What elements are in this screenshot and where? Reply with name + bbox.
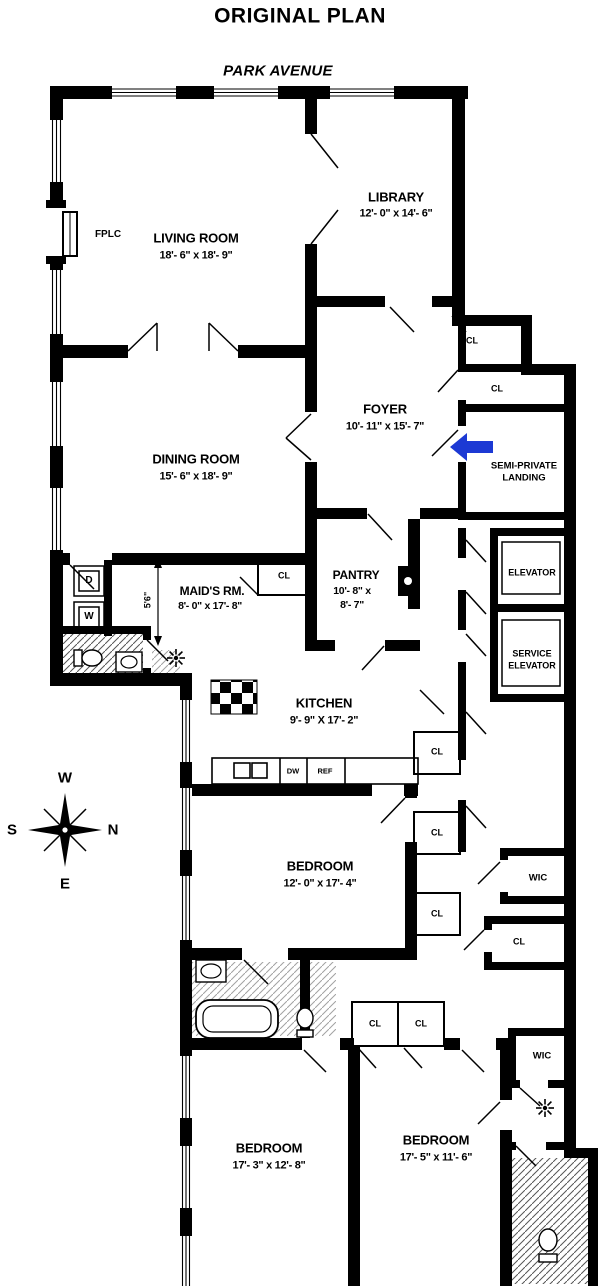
closet-label: CL (466, 335, 478, 346)
elevator-label: ELEVATOR (508, 567, 556, 578)
closet-label: CL (369, 1018, 381, 1029)
light-fixture-icon (166, 648, 186, 668)
wic-label: WIC (532, 1050, 552, 1062)
pantry-dims-2: 8'- 7" (340, 598, 364, 611)
br-bath-toilet-icon (538, 1228, 558, 1263)
bathtub-icon (195, 999, 279, 1039)
bedroom-mid-label: BEDROOM (286, 858, 354, 874)
compass-north: N (107, 821, 119, 839)
bath-toilet-icon (296, 1007, 314, 1038)
dumbwaiter-icon (398, 566, 418, 596)
elevator-cab (501, 541, 561, 595)
bedroom-left-dims: 17'- 3" x 12'- 8" (232, 1159, 306, 1172)
bedroom-right-label: BEDROOM (402, 1132, 470, 1148)
closet-label: CL (278, 570, 290, 581)
closet-boxes (257, 556, 461, 1047)
compass-rose (28, 793, 102, 867)
pantry-label: PANTRY (332, 568, 380, 582)
bedroom-left-label: BEDROOM (235, 1140, 303, 1156)
dining-room-label: DINING ROOM (152, 451, 240, 467)
service-elevator-label-1: SERVICE (512, 648, 552, 659)
compass-south: S (6, 821, 18, 839)
foyer-dims: 10'- 11" x 15'- 7" (345, 420, 425, 433)
landing-label-2: LANDING (502, 472, 546, 484)
pantry-dims-1: 10'- 8" x (333, 584, 371, 597)
maids-room-label: MAID'S RM. (179, 584, 245, 598)
bedroom-right-dims: 17'- 5" x 11'- 6" (399, 1151, 473, 1164)
fireplace-icon (46, 200, 78, 264)
dishwasher-label: DW (286, 766, 300, 776)
closet-label: CL (431, 908, 443, 919)
wic-label: WIC (528, 872, 548, 884)
plan-title: ORIGINAL PLAN (214, 4, 386, 28)
closet-label: CL (431, 827, 443, 838)
maids-bath-sink-icon (115, 651, 143, 673)
library-label: LIBRARY (368, 189, 424, 205)
refrigerator-label: REF (317, 766, 333, 776)
closet-label: CL (431, 746, 443, 757)
living-room-dims: 18'- 6" x 18'- 9" (159, 249, 233, 262)
washer-label: W (84, 611, 94, 622)
service-elevator-cab (501, 619, 561, 687)
kitchen-dims: 9'- 9" X 17'- 2" (289, 714, 359, 727)
bedroom-mid-dims: 12'- 0" x 17'- 4" (283, 877, 357, 890)
living-room-label: LIVING ROOM (153, 230, 239, 246)
foyer-label: FOYER (363, 401, 407, 417)
door-swings (69, 133, 541, 1167)
street-label: PARK AVENUE (223, 62, 333, 80)
dryer-box (73, 565, 105, 597)
closet-label: CL (415, 1018, 427, 1029)
landing-label-1: SEMI-PRIVATE (490, 460, 558, 472)
fireplace-label: FPLC (94, 229, 122, 240)
bath-sink-icon (195, 959, 227, 983)
dining-room-dims: 15'- 6" x 18'- 9" (159, 470, 233, 483)
compass-east: E (59, 875, 71, 893)
maids-bath-toilet-icon (73, 649, 103, 667)
entry-arrow (450, 433, 493, 461)
light-fixture-icon (535, 1098, 555, 1118)
dimension-line (154, 558, 162, 646)
windows (50, 86, 394, 1286)
washer-box (73, 601, 105, 633)
kitchen-tile-floor (210, 679, 258, 715)
compass-west: W (57, 769, 73, 787)
dryer-label: D (85, 575, 93, 586)
kitchen-label: KITCHEN (295, 695, 353, 711)
maids-dim-label: 5'6" (142, 591, 153, 609)
maids-room-dims: 8'- 0" x 17'- 8" (178, 599, 242, 612)
closet-label: CL (513, 936, 525, 947)
kitchen-counter (211, 757, 419, 785)
library-dims: 12'- 0" x 14'- 6" (359, 207, 433, 220)
kitchen-sink-icon (233, 762, 251, 779)
service-elevator-label-2: ELEVATOR (508, 660, 556, 671)
closet-label: CL (491, 383, 503, 394)
